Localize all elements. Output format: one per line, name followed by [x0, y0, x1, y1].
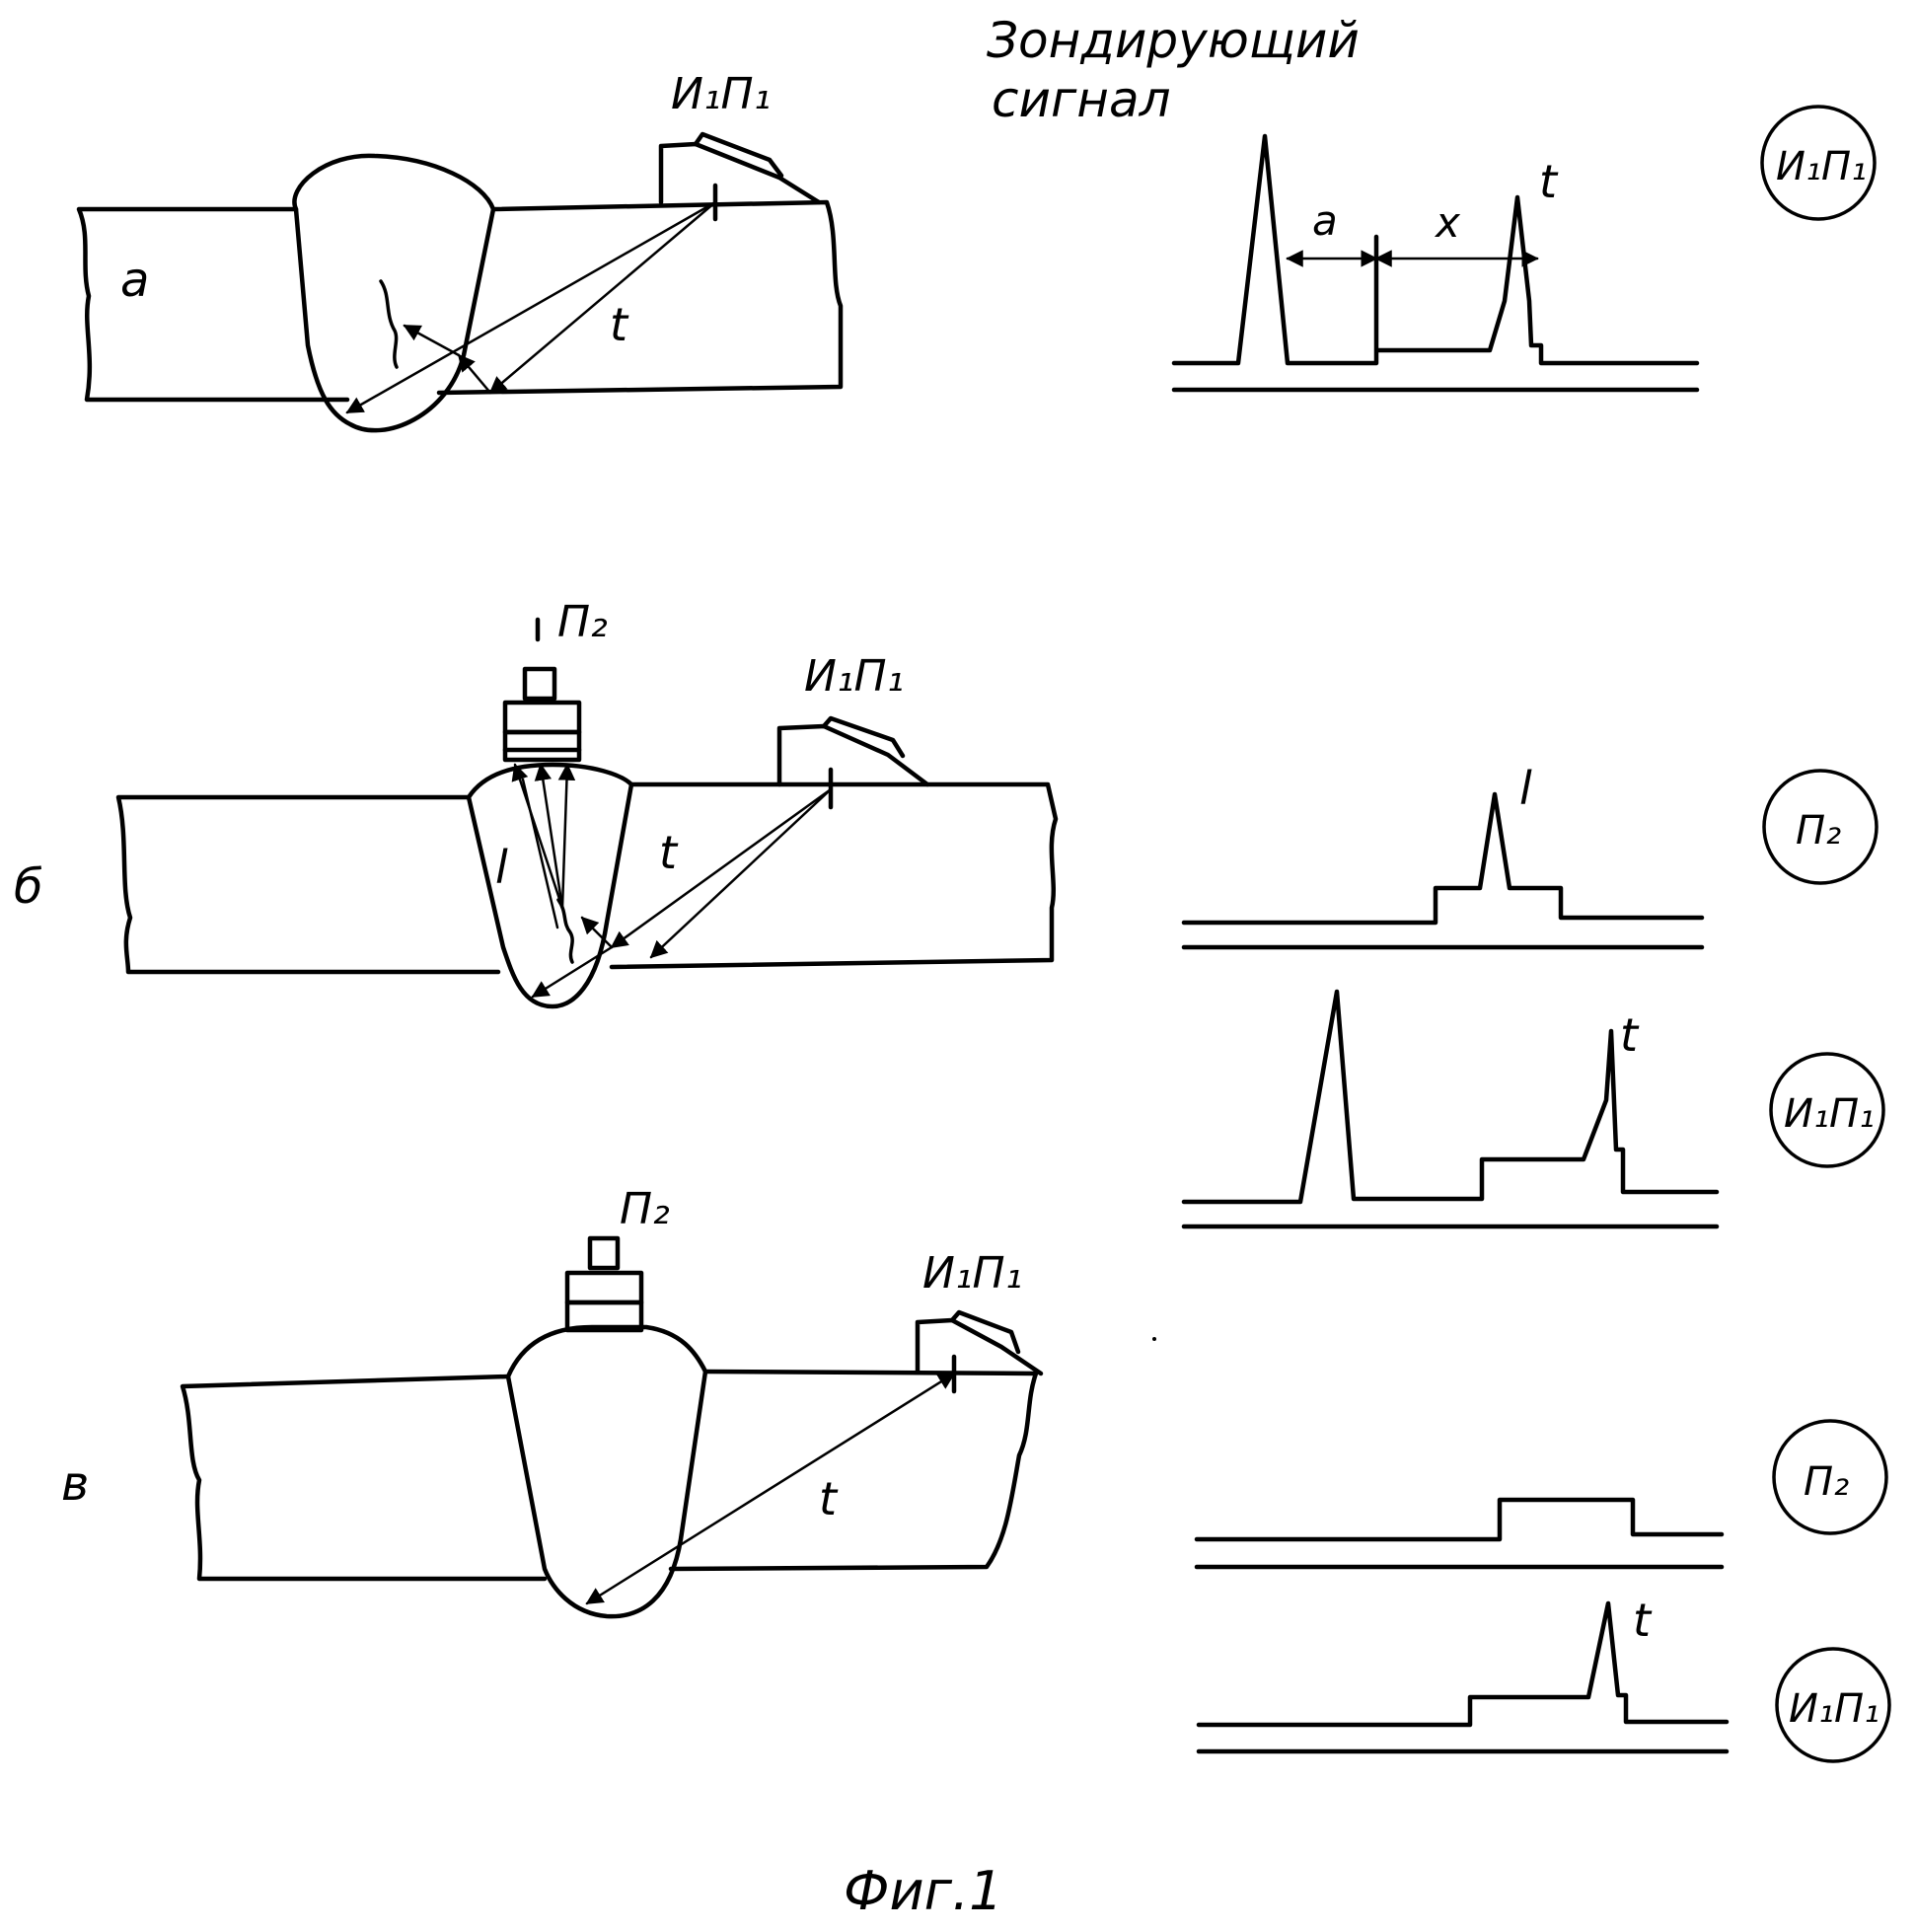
panel-v-scope-bottom: t И₁П₁: [1199, 1594, 1889, 1761]
panel-b-scope-top-label: П₂: [1796, 808, 1841, 854]
panel-v-scope-top-label: П₂: [1804, 1459, 1849, 1505]
panel-a-beam-3: [459, 355, 490, 393]
panel-v-receiver: [567, 1238, 641, 1330]
panel-b-scope-top-peak: l: [1519, 762, 1532, 815]
panel-b-beam-8: [523, 780, 557, 928]
panel-v-scope-top: П₂: [1197, 1421, 1886, 1567]
panel-v-weld-diagram: в П₂ И₁П₁ t: [61, 1184, 1041, 1616]
panel-b-scope-bottom-label: И₁П₁: [1784, 1091, 1875, 1137]
panel-v-beam-label: t: [819, 1472, 839, 1525]
panel-v-probe-label: И₁П₁: [922, 1248, 1022, 1299]
panel-b-probe: [779, 718, 927, 807]
panel-v-receiver-label: П₂: [620, 1184, 670, 1234]
panel-a-scope-marker-x: x: [1434, 198, 1461, 247]
panel-a-scope-trace: [1174, 136, 1697, 363]
panel-a-weld-diagram: а И₁П₁ t: [79, 69, 841, 430]
stray-dot: [1152, 1337, 1156, 1341]
panel-a-scope-marker-t: t: [1539, 155, 1559, 208]
panel-b-probe-label: И₁П₁: [804, 651, 904, 702]
panel-a-weld: [294, 156, 493, 430]
panel-v-scope-bottom-label: И₁П₁: [1789, 1686, 1879, 1732]
panel-b-beam-5: [515, 765, 562, 908]
panel-b-scope-top: l П₂: [1184, 762, 1877, 947]
panel-b-scope-bottom: t И₁П₁: [1184, 992, 1883, 1226]
panel-b-plate: [118, 784, 1056, 972]
panel-a-defect: [381, 281, 397, 367]
panel-a-beam-label: t: [610, 298, 629, 351]
panel-a-scope: a x t И₁П₁: [1174, 107, 1875, 390]
panel-a-beam-1: [347, 202, 715, 412]
probe-signal-title: Зондирующий сигнал: [987, 12, 1360, 128]
panel-b-defect: [558, 900, 572, 962]
panel-a-probe-label: И₁П₁: [671, 69, 771, 119]
panel-v-scope-top-trace: [1197, 1500, 1722, 1539]
panel-v-weld: [508, 1327, 705, 1616]
panel-a-beam-2: [490, 202, 715, 393]
panel-b-beam-6: [541, 765, 562, 908]
panel-v-scope-bottom-peak: t: [1633, 1594, 1653, 1647]
panel-a-scope-marker-a: a: [1312, 196, 1338, 245]
panel-b-beam-1: [612, 789, 831, 947]
panel-b-beam-label-l: l: [495, 841, 508, 894]
panel-b-beam-label-t: t: [659, 826, 679, 879]
panel-v-label: в: [61, 1456, 89, 1512]
probe-signal-line1: Зондирующий: [987, 12, 1360, 69]
probe-signal-line2: сигнал: [992, 71, 1171, 128]
panel-b-label: б: [14, 859, 43, 915]
panel-b-scope-top-trace: [1184, 794, 1702, 923]
panel-b-scope-bottom-peak: t: [1620, 1008, 1640, 1062]
panel-a-beam-4: [405, 326, 459, 355]
panel-v-probe: [918, 1312, 1041, 1391]
panel-a-label: а: [120, 253, 149, 308]
panel-b-beam-7: [562, 765, 567, 908]
panel-b-beam-2: [651, 789, 831, 957]
panel-a-scope-label: И₁П₁: [1776, 144, 1867, 189]
figure-caption: Фиг.1: [844, 1860, 1002, 1922]
panel-b-weld-diagram: б П₂ И₁П₁ t l: [14, 597, 1056, 1006]
panel-b-receiver-label: П₂: [557, 597, 608, 647]
